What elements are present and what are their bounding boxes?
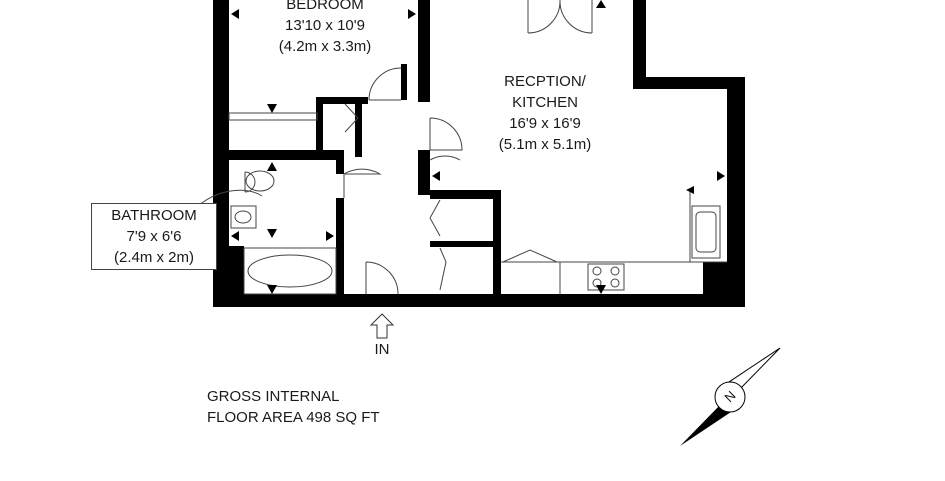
store-door-1: [429, 199, 441, 237]
cupboard-door: [344, 103, 359, 133]
bathroom-door: [343, 168, 382, 198]
floor-area-note: GROSS INTERNAL FLOOR AREA 498 SQ FT: [207, 386, 467, 428]
toilet-bowl: [245, 170, 275, 192]
arrow-icon: [432, 171, 440, 181]
arrow-icon: [267, 229, 277, 238]
reception-size-imperial: 16'9 x 16'9: [509, 115, 581, 132]
fixtures: [195, 0, 727, 295]
hob-ring: [592, 266, 602, 276]
entrance-arrow-icon: [369, 313, 395, 339]
internal-walls: [213, 64, 727, 307]
french-door-right: [559, 0, 593, 34]
arrow-icon: [267, 104, 277, 113]
reception-name-line2: KITCHEN: [512, 94, 578, 111]
store-door-2: [439, 247, 447, 291]
bedroom-door: [368, 67, 402, 101]
compass-rose-icon: [680, 347, 781, 446]
floor-area-line1: GROSS INTERNAL: [207, 388, 340, 405]
entrance-door: [365, 261, 399, 295]
arrow-icon: [231, 9, 239, 19]
arrow-icon: [326, 231, 334, 241]
kitchen-sink-bowl: [695, 211, 717, 253]
bedroom-label: BEDROOM 13'10 x 10'9 (4.2m x 3.3m): [250, 0, 400, 57]
arrow-icon: [267, 285, 277, 294]
hob: [587, 263, 625, 291]
bathroom-size-imperial: 7'9 x 6'6: [126, 228, 182, 245]
dimension-arrows: [231, 0, 725, 294]
bath-inner: [247, 254, 333, 288]
hob-ring: [610, 278, 620, 288]
arrow-icon: [717, 171, 725, 181]
bath: [243, 247, 337, 295]
toilet-cistern: [244, 171, 256, 193]
entrance-label: IN: [362, 339, 402, 360]
worktop: [501, 190, 727, 294]
arrow-icon: [408, 9, 416, 19]
reception-size-metric: (5.1m x 5.1m): [498, 136, 592, 153]
floor-area-line2: FLOOR AREA 498 SQ FT: [207, 409, 380, 426]
arrow-icon: [596, 285, 606, 294]
arrow-icon: [231, 231, 239, 241]
arrow-icon: [596, 0, 606, 8]
basin-bowl: [234, 210, 252, 224]
bathroom-name: BATHROOM: [111, 207, 197, 224]
reception-door: [429, 117, 463, 151]
bedroom-size-metric: (4.2m x 3.3m): [278, 38, 372, 55]
basin: [230, 205, 257, 229]
bathroom-size-metric: (2.4m x 2m): [113, 249, 194, 266]
hob-ring: [610, 266, 620, 276]
entrance-text: IN: [374, 341, 390, 358]
hob-ring: [592, 278, 602, 288]
bathroom-label: BATHROOM 7'9 x 6'6 (2.4m x 2m): [91, 203, 217, 270]
arrow-icon: [267, 162, 277, 171]
french-door-left: [527, 0, 561, 34]
reception-label: RECPTION/ KITCHEN 16'9 x 16'9 (5.1m x 5.…: [470, 71, 620, 155]
kitchen-cupboard-door: [502, 249, 558, 263]
wardrobe: [228, 112, 318, 121]
hall-door-arc: [429, 155, 461, 161]
arrow-icon: [686, 186, 694, 194]
reception-name-line1: RECPTION/: [504, 73, 586, 90]
kitchen-sink: [691, 205, 721, 259]
bedroom-name: BEDROOM: [286, 0, 364, 13]
bedroom-size-imperial: 13'10 x 10'9: [285, 17, 365, 34]
